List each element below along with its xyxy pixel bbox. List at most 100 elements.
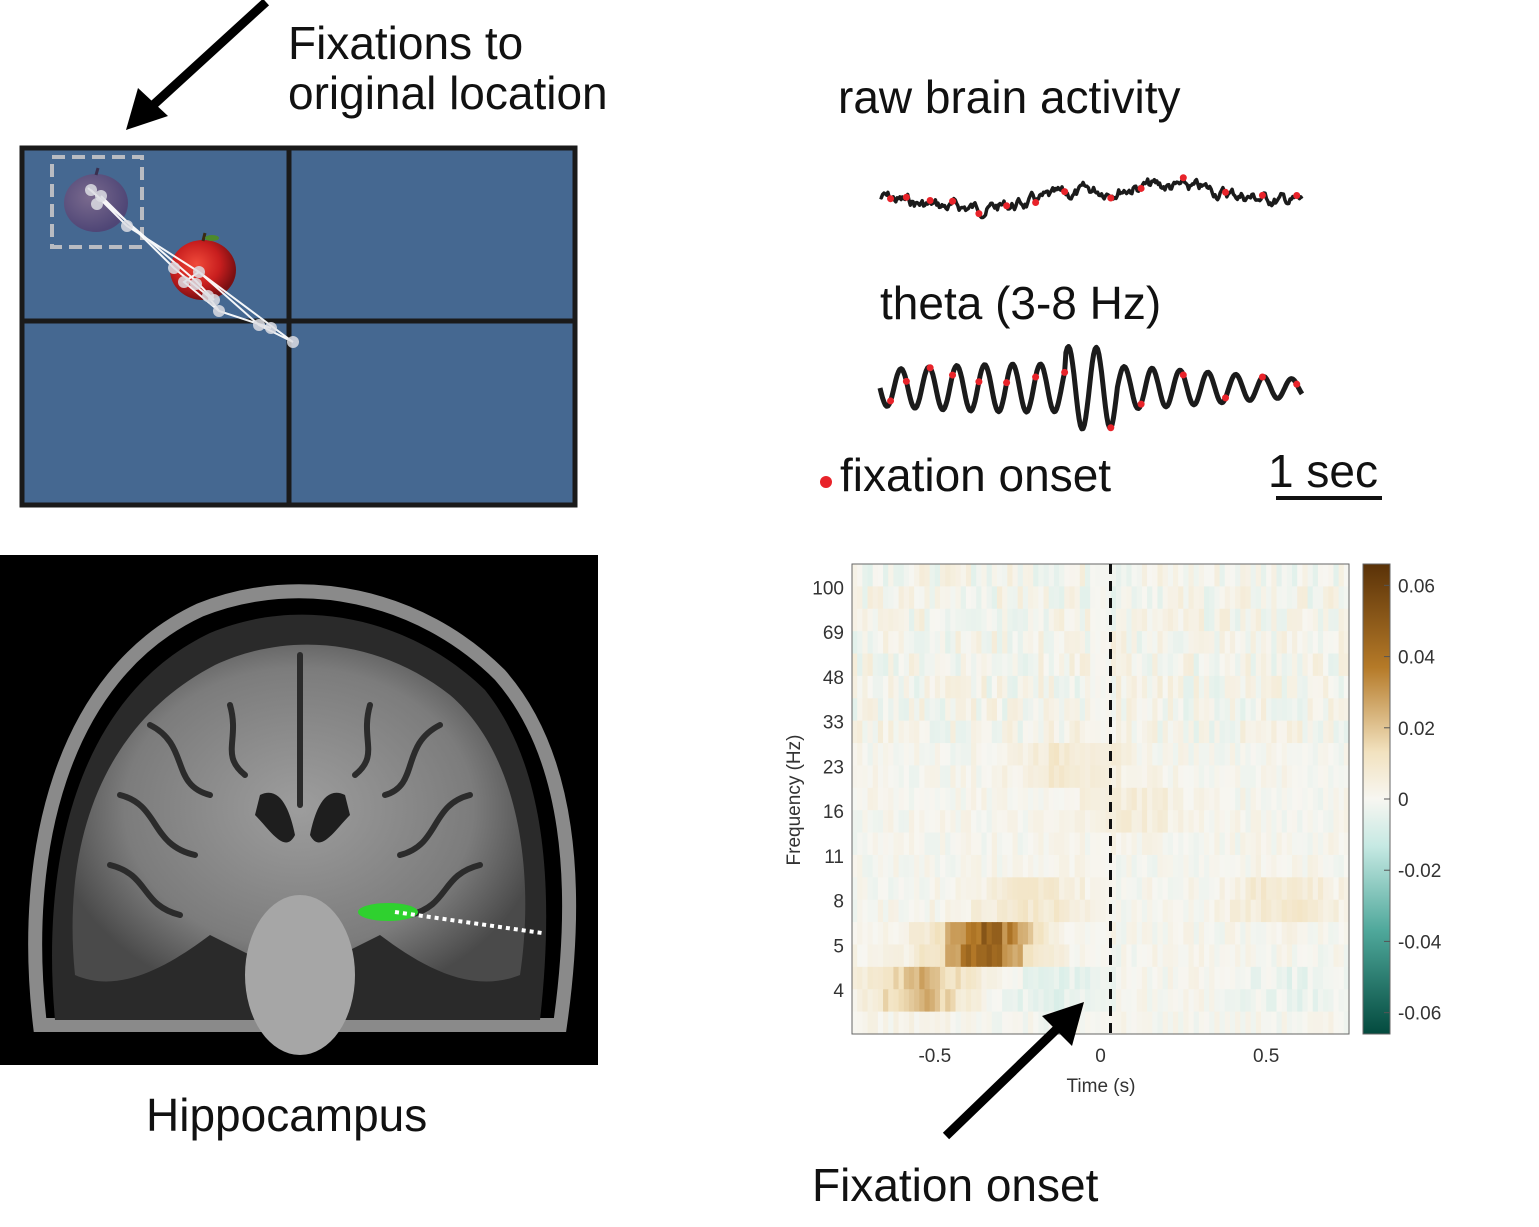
heatmap-cell — [960, 832, 967, 856]
raw-fixation-dots — [887, 174, 1301, 218]
heatmap-cell — [1141, 787, 1148, 811]
heatmap-cell — [1147, 922, 1153, 946]
heatmap-cell — [1333, 944, 1340, 968]
heatmap-cell — [1147, 675, 1153, 699]
heatmap-cell — [1017, 631, 1024, 655]
heatmap-cell — [1116, 586, 1122, 610]
heatmap-cell — [903, 966, 910, 990]
heatmap-cell — [976, 922, 983, 946]
raw-fixation-dot — [1222, 188, 1230, 196]
heatmap-cell — [1022, 966, 1029, 990]
heatmap-cell — [955, 854, 962, 878]
heatmap-cell — [867, 966, 874, 990]
heatmap-cell — [1224, 698, 1231, 722]
heatmap-cell — [1281, 765, 1288, 789]
heatmap-cell — [1053, 877, 1060, 901]
heatmap-cell — [924, 787, 931, 811]
heatmap-cell — [1338, 608, 1345, 632]
heatmap-cell — [945, 608, 951, 632]
heatmap-cell — [1116, 564, 1122, 587]
heatmap-cell — [1002, 832, 1008, 856]
heatmap-cell — [862, 720, 869, 744]
heatmap-cell — [1214, 787, 1221, 811]
heatmap-cell — [1281, 922, 1288, 946]
heatmap-cell — [960, 787, 967, 811]
heatmap-cell — [1084, 810, 1091, 834]
heatmap-cell — [929, 944, 936, 968]
heatmap-cell — [1116, 653, 1122, 677]
heatmap-cell — [1183, 675, 1190, 699]
heatmap-cell — [955, 586, 962, 610]
heatmap-cell — [986, 854, 993, 878]
heatmap-cell — [1193, 743, 1200, 767]
heatmap-cell — [965, 564, 972, 587]
heatmap-cell — [1255, 966, 1262, 990]
heatmap-cell — [1188, 586, 1195, 610]
heatmap-cell — [1110, 675, 1117, 699]
heatmap-cell — [1162, 765, 1169, 789]
heatmap-cell — [1255, 564, 1262, 587]
heatmap-cell — [883, 922, 889, 946]
heatmap-cell — [1297, 899, 1304, 923]
heatmap-cell — [1286, 698, 1293, 722]
heatmap-cell — [1312, 720, 1319, 744]
heatmap-cell — [1193, 675, 1200, 699]
heatmap-cell — [867, 1011, 874, 1035]
heatmap-cell — [1198, 743, 1205, 767]
heatmap-cell — [1204, 854, 1210, 878]
heatmap-cell — [1105, 877, 1112, 901]
heatmap-cell — [883, 720, 889, 744]
heatmap-cell — [1235, 899, 1241, 923]
heatmap-cell — [1105, 810, 1112, 834]
heatmap-cell — [1121, 631, 1127, 655]
heatmap-cell — [960, 899, 967, 923]
heatmap-cell — [1338, 944, 1345, 968]
heatmap-cell — [888, 720, 895, 744]
raw-fixation-dot — [1003, 202, 1011, 210]
heatmap-cell — [1116, 1011, 1122, 1035]
heatmap-cell — [1302, 877, 1309, 901]
heatmap-cell — [1121, 944, 1127, 968]
heatmap-cell — [1178, 787, 1184, 811]
heatmap-cell — [1028, 720, 1034, 744]
heatmap-cell — [1312, 653, 1319, 677]
heatmap-cell — [1312, 989, 1319, 1013]
heatmap-cell — [1333, 608, 1340, 632]
heatmap-cell — [960, 608, 967, 632]
heatmap-cell — [1028, 608, 1034, 632]
heatmap-cell — [1338, 832, 1345, 856]
heatmap-cell — [1245, 675, 1252, 699]
heatmap-cell — [919, 787, 926, 811]
heatmap-cell — [1038, 720, 1045, 744]
heatmap-cell — [1333, 966, 1340, 990]
heatmap-cell — [1084, 653, 1091, 677]
heatmap-cell — [929, 1011, 936, 1035]
heatmap-cell — [883, 787, 889, 811]
heatmap-cell — [1095, 966, 1102, 990]
heatmap-cell — [1017, 564, 1024, 587]
heatmap-cell — [1136, 675, 1143, 699]
heatmap-cell — [1048, 854, 1055, 878]
heatmap-cell — [1209, 787, 1215, 811]
heatmap-cell — [1281, 720, 1288, 744]
heatmap-cell — [996, 877, 1003, 901]
heatmap-cell — [986, 787, 993, 811]
heatmap-cell — [945, 743, 951, 767]
heatmap-cell — [1141, 832, 1148, 856]
heatmap-cell — [1281, 698, 1288, 722]
heatmap-cell — [1172, 564, 1179, 587]
heatmap-cell — [1214, 810, 1221, 834]
heatmap-cell — [1110, 899, 1117, 923]
heatmap-cell — [1338, 720, 1345, 744]
heatmap-cell — [1043, 765, 1050, 789]
heatmap-cell — [1323, 608, 1329, 632]
heatmap-cell — [914, 877, 920, 901]
heatmap-cell — [857, 1011, 863, 1035]
heatmap-cell — [934, 922, 941, 946]
heatmap-cell — [1074, 743, 1081, 767]
heatmap-cell — [1079, 698, 1086, 722]
heatmap-cell — [1188, 675, 1195, 699]
heatmap-cell — [934, 989, 941, 1013]
heatmap-cell — [1074, 586, 1081, 610]
